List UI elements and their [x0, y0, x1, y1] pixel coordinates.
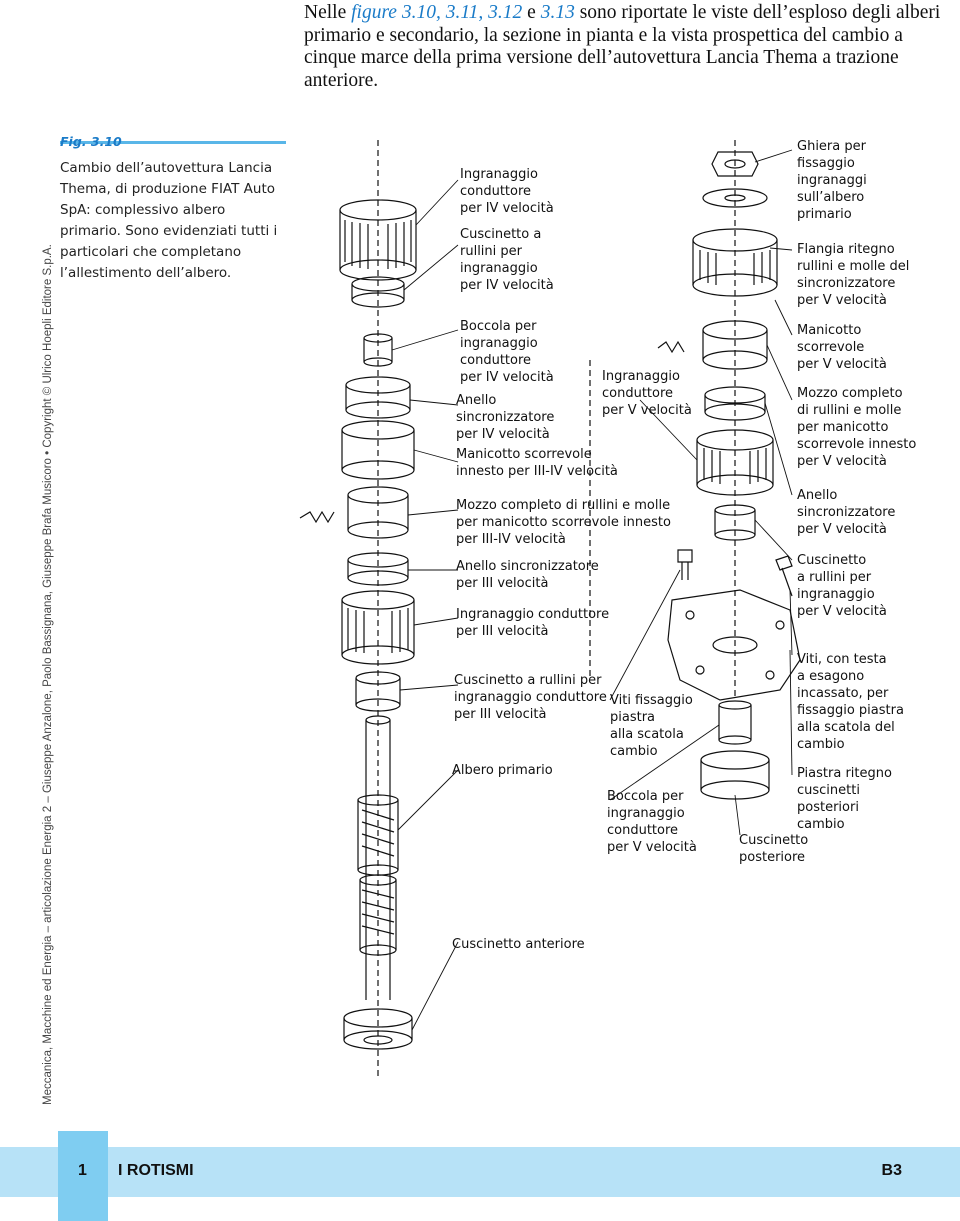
leader-lines — [391, 149, 793, 1031]
label-plate-screws: Viti fissaggio piastra alla scatola camb… — [610, 693, 693, 759]
nut-icon — [711, 151, 759, 177]
label-gear-iv: Ingranaggio conduttore per IV velocità — [460, 167, 554, 216]
label-rear-bearing: Cuscinetto posteriore — [739, 833, 809, 865]
label-sleeve-v: Manicotto scorrevole per V velocità — [797, 323, 887, 372]
retaining-plate-icon — [667, 589, 801, 701]
label-synchro-ring-v: Anello sincronizzatore per V velocità — [797, 488, 896, 537]
gear-iv-icon — [339, 199, 417, 308]
chapter-title: I ROTISMI — [118, 1162, 194, 1179]
figure-reference-link-last[interactable]: 3.13 — [540, 2, 575, 23]
label-hub-iii-iv: Mozzo completo di rullini e molle per ma… — [456, 498, 671, 547]
spring-v-icon — [657, 340, 685, 354]
figure-reference-link[interactable]: figure 3.10, 3.11, 3.12 — [351, 2, 523, 23]
label-retaining-flange: Flangia ritegno rullini e molle del sinc… — [797, 242, 910, 308]
chapter-tab — [58, 1131, 108, 1221]
gear-iii-icon — [341, 590, 415, 665]
label-ring-nut: Ghiera per fissaggio ingranaggi sull’alb… — [797, 139, 867, 222]
figure-caption: Cambio dell’autovettura Lancia Thema, di… — [60, 160, 278, 281]
synchro-ring-iv-icon — [345, 376, 411, 419]
page-footer: 1 I ROTISMI B3 — [0, 1131, 960, 1221]
flange-washer-icon — [702, 188, 768, 208]
sleeve-v-icon — [692, 228, 778, 297]
label-needle-bearing-iii: Cuscinetto a rullini per ingranaggio con… — [454, 673, 607, 722]
label-needle-bearing-iv: Cuscinetto a rullini per ingranaggio per… — [460, 227, 554, 293]
hub-iii-iv-icon — [347, 486, 409, 539]
label-gear-v: Ingranaggio conduttore per V velocità — [602, 369, 692, 418]
front-bearing-icon — [343, 1008, 413, 1050]
label-gear-iii: Ingranaggio conduttore per III velocità — [456, 607, 610, 639]
needle-bearing-v-icon — [714, 504, 756, 541]
label-needle-bearing-v: Cuscinetto a rullini per ingranaggio per… — [797, 553, 887, 619]
label-bushing-iv: Boccola per ingranaggio conduttore per I… — [460, 319, 554, 385]
rear-bearing-icon — [700, 750, 770, 800]
sleeve-iii-iv-icon — [341, 420, 415, 480]
chapter-number: 1 — [78, 1162, 87, 1179]
label-sleeve-iii-iv: Manicotto scorrevole innesto per III-IV … — [456, 447, 618, 479]
needle-bearing-iii-icon — [355, 671, 401, 712]
label-hex-screws: Viti, con testa a esagono incassato, per… — [797, 652, 904, 752]
label-synchro-ring-iv: Anello sincronizzatore per IV velocità — [456, 393, 555, 442]
label-bearing-plate: Piastra ritegno cuscinetti posteriori ca… — [797, 766, 892, 832]
intro-paragraph: Nelle figure 3.10, 3.11, 3.12 e 3.13 son… — [304, 2, 944, 92]
label-synchro-ring-iii: Anello sincronizzatore per III velocità — [456, 559, 599, 591]
label-bushing-v: Boccola per ingranaggio conduttore per V… — [607, 789, 697, 855]
caption-rule — [60, 141, 286, 144]
intro-before: Nelle — [304, 2, 352, 23]
page-number: B3 — [881, 1162, 902, 1179]
synchro-ring-iii-icon — [347, 552, 409, 586]
primary-shaft-icon — [357, 715, 399, 1000]
intro-and: e — [522, 2, 541, 23]
bushing-v-icon — [718, 700, 752, 745]
figure-title: Fig. 3.10 — [60, 134, 122, 149]
label-hub-v: Mozzo completo di rullini e molle per ma… — [797, 386, 917, 469]
intro-after: sono riportate le viste dell’esploso deg… — [304, 2, 941, 91]
gear-v-icon — [696, 429, 774, 496]
label-front-bearing: Cuscinetto anteriore — [452, 937, 585, 952]
label-primary-shaft: Albero primario — [452, 763, 553, 778]
spring-icon — [299, 510, 335, 524]
